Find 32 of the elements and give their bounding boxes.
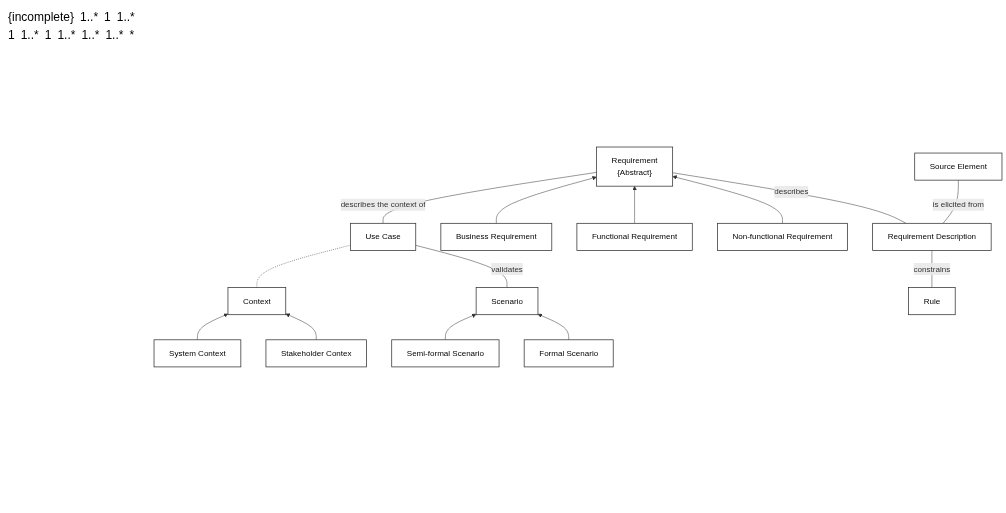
node-box: Formal Scenario: [523, 338, 614, 367]
connector: [256, 244, 351, 288]
edge-label: is elicited from: [932, 199, 985, 209]
edge-label: describes the context of: [340, 199, 426, 209]
node-box: Semi-formal Scenario: [391, 338, 500, 367]
node-box: System Context: [153, 338, 242, 367]
multiplicity-label: {incomplete}: [8, 10, 75, 24]
node-box: Scenario: [475, 286, 539, 315]
multiplicity-label: *: [129, 28, 135, 42]
multiplicity-label: 1..*: [57, 28, 76, 42]
multiplicity-label: 1: [104, 10, 111, 24]
connector: [415, 244, 508, 288]
multiplicity-label: 1..*: [20, 28, 39, 42]
edge-label: describes: [774, 186, 809, 196]
node-box: Non-functional Requirement: [717, 222, 848, 251]
edge-label: constrains: [913, 264, 951, 273]
node-box: Business Requirement: [440, 222, 553, 251]
multiplicity-label: 1..*: [81, 28, 100, 42]
node-box: Source Element: [914, 152, 1003, 181]
node-box: Rule: [908, 286, 956, 315]
node-box: Context: [227, 286, 287, 315]
multiplicity-label: 1..*: [105, 28, 124, 42]
edge-label: validates: [491, 264, 523, 273]
multiplicity-label: 1..*: [80, 10, 99, 24]
multiplicity-label: 1: [44, 28, 52, 42]
node-box: Requirement Description: [872, 222, 992, 251]
node-box: Stakeholder Contex: [265, 338, 367, 367]
multiplicity-label: 1..*: [116, 10, 135, 24]
multiplicity-label: 1: [8, 28, 15, 42]
node-box: Functional Requirement: [576, 222, 693, 251]
node-box: Use Case: [350, 222, 417, 251]
node-box: Requirement {Abstract}: [596, 146, 674, 187]
